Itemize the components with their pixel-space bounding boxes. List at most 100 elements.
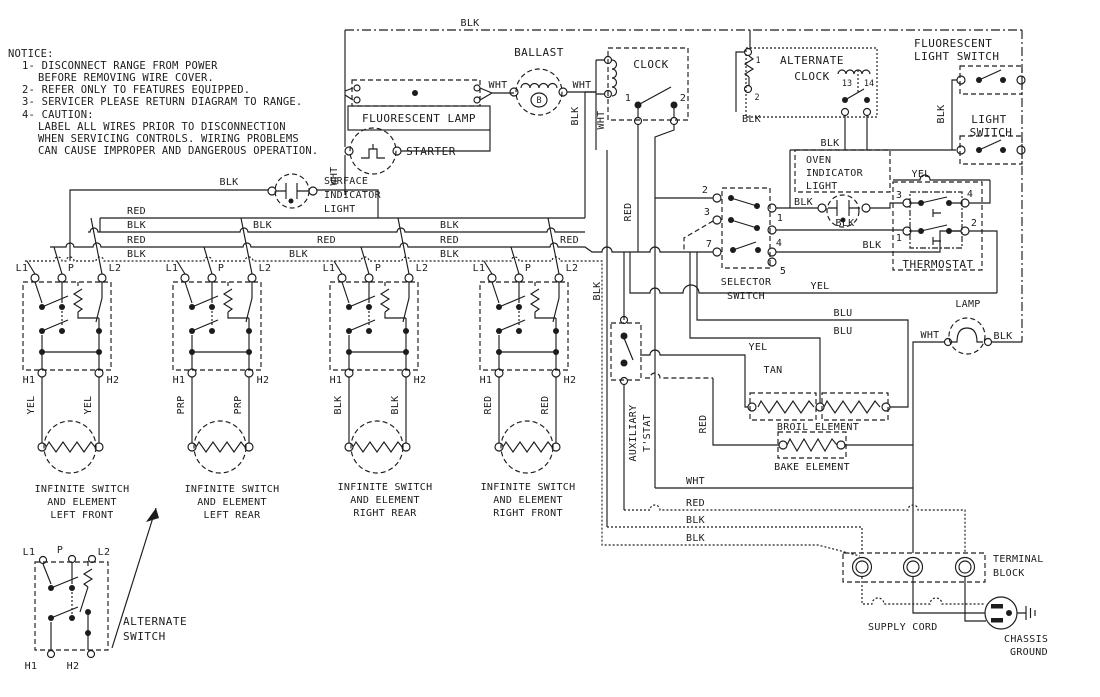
wire-label-red: RED (127, 235, 146, 246)
thermostat-terminal-1: 1 (896, 233, 902, 244)
wire-label-blk: BLK (390, 396, 401, 415)
wire-label-prp: PRP (176, 396, 187, 415)
terminal-l1: L1 (473, 263, 486, 274)
terminal-l1: L1 (23, 547, 36, 558)
surface-indicator-label: INDICATOR (324, 190, 382, 201)
alt-clock-terminal-14: 14 (864, 79, 874, 89)
wire-label-blu: BLU (834, 326, 853, 337)
infinite-left-front-label: INFINITE SWITCH (35, 484, 130, 495)
terminal-l1: L1 (323, 263, 336, 274)
notice-block: NOTICE: 1- DISCONNECT RANGE FROM POWER B… (8, 48, 318, 157)
wire-label-red: RED (127, 206, 146, 217)
oven-indicator-light: OVEN INDICATOR LIGHT BLK (789, 149, 903, 228)
infinite-switch-right-front: L1 P L2 H1 H2 RED RED INFINITE SWITCH AN… (473, 217, 578, 519)
surface-indicator-label: SURFACE (324, 176, 368, 187)
terminal-h2: H2 (414, 375, 427, 386)
terminal-h1: H1 (23, 375, 36, 386)
terminal-l2: L2 (98, 547, 111, 558)
alt-clock-terminal-2: 2 (754, 93, 759, 103)
wire-label-blk: BLK (821, 138, 840, 149)
wire-label-red: RED (440, 235, 459, 246)
terminal-h2: H2 (257, 375, 270, 386)
notice-line: BEFORE REMOVING WIRE COVER. (38, 72, 214, 84)
wire-label-blk: BLK (440, 220, 459, 231)
infinite-right-rear-label: RIGHT REAR (353, 508, 417, 519)
alternate-clock-label: ALTERNATE (780, 54, 844, 67)
plug-prong (991, 618, 1003, 623)
wire-label-prp: PRP (233, 396, 244, 415)
selector-terminal-2: 2 (702, 185, 708, 196)
oven-indicator-label: LIGHT (806, 181, 838, 192)
infinite-left-front-label: AND ELEMENT (47, 497, 117, 508)
starter-label: STARTER (406, 145, 456, 158)
terminal-p: P (68, 263, 74, 274)
terminal-h2: H2 (107, 375, 120, 386)
infinite-right-rear-label: INFINITE SWITCH (338, 482, 433, 493)
broil-element-label: BROIL ELEMENT (777, 422, 859, 433)
supply-cord-label: SUPPLY CORD (868, 622, 938, 633)
terminal-h1: H1 (25, 661, 38, 672)
infinite-switch-right-rear: L1 P L2 H1 H2 BLK BLK INFINITE SWITCH AN… (323, 217, 433, 519)
selector-terminal-5: 5 (780, 266, 786, 277)
clock-label: CLOCK (633, 58, 669, 71)
terminal-h1: H1 (330, 375, 343, 386)
notice-line: 1- DISCONNECT RANGE FROM POWER (22, 60, 218, 72)
bottom-feed-wires: WHT RED BLK BLK (607, 476, 966, 553)
selector-switch-label: SWITCH (727, 291, 765, 302)
alternate-switch-arrow (111, 507, 157, 649)
notice-line: 2- REFER ONLY TO FEATURES EQUIPPED. (22, 84, 250, 96)
auxiliary-tstat-label: AUXILIARY (628, 405, 639, 462)
light-switch-label: SWITCH (970, 126, 1013, 139)
infinite-left-rear-label: AND ELEMENT (197, 497, 267, 508)
infinite-right-rear-label: AND ELEMENT (350, 495, 420, 506)
infinite-right-front-label: RIGHT FRONT (493, 508, 563, 519)
thermostat-terminal-3: 3 (896, 190, 902, 201)
oven-indicator-label: INDICATOR (806, 168, 864, 179)
infinite-right-front-label: INFINITE SWITCH (481, 482, 576, 493)
wire-label-wht: WHT (329, 167, 340, 186)
wire-label-blk: BLK (440, 249, 459, 260)
surface-indicator-light: SURFACE INDICATOR LIGHT BLK (69, 173, 382, 261)
supply-cord: SUPPLY CORD (861, 577, 986, 633)
wire-label-blk: BLK (220, 177, 239, 188)
terminal-p: P (218, 263, 224, 274)
ballast-symbol: B (536, 96, 541, 106)
infinite-switch-left-front: L1 P L2 H1 H2 YEL YEL INFINITE SWITCH AN… (16, 217, 130, 521)
terminal-h1: H1 (173, 375, 186, 386)
notice-line: LABEL ALL WIRES PRIOR TO DISCONNECTION (38, 121, 286, 133)
notice-line: CAN CAUSE IMPROPER AND DANGEROUS OPERATI… (38, 145, 318, 157)
bake-element: BAKE ELEMENT (774, 431, 913, 473)
oven-indicator-label: OVEN (806, 155, 831, 166)
terminal-l1: L1 (16, 263, 29, 274)
wire-label-blk: BLK (794, 197, 813, 208)
terminal-block: TERMINAL BLOCK (842, 552, 1043, 583)
wire-label-yel: YEL (26, 396, 37, 415)
wire-label-wht: WHT (686, 476, 705, 487)
terminal-l2: L2 (416, 263, 429, 274)
notice-line: 3- SERVICER PLEASE RETURN DIAGRAM TO RAN… (22, 96, 302, 108)
clock-terminal-1: 1 (625, 93, 631, 104)
infinite-left-rear-label: INFINITE SWITCH (185, 484, 280, 495)
wire-label-blk: BLK (333, 396, 344, 415)
wire-label-wht: WHT (921, 330, 940, 341)
thermostat-terminal-4: 4 (967, 189, 973, 200)
wire-label-wht: WHT (596, 111, 607, 130)
oven-lamp: LAMP WHT BLK (912, 299, 1022, 553)
wire-label-blk: BLK (253, 220, 272, 231)
selector-terminal-4: 4 (776, 238, 782, 249)
chassis-ground-label: GROUND (1010, 647, 1048, 658)
alternate-switch-arrowhead (146, 508, 159, 522)
wire-label-yel: YEL (749, 342, 768, 353)
wire-label-blk: BLK (127, 249, 146, 260)
wire-label-tan: TAN (764, 365, 783, 376)
wire-label-yel: YEL (811, 281, 830, 292)
broil-element: BROIL ELEMENT (747, 392, 891, 433)
infinite-switch-left-rear: L1 P L2 H1 H2 PRP PRP INFINITE SWITCH AN… (166, 217, 280, 521)
wire-label-red: RED (560, 235, 579, 246)
fluorescent-light-switch: FLUORESCENT LIGHT SWITCH BLK (914, 37, 1026, 150)
terminal-l1: L1 (166, 263, 179, 274)
wire-label-blk: BLK (863, 240, 882, 251)
oven-circuit-wires: YEL BLU BLU YEL TAN RED (629, 252, 997, 446)
wire-label-blk: BLK (686, 515, 705, 526)
